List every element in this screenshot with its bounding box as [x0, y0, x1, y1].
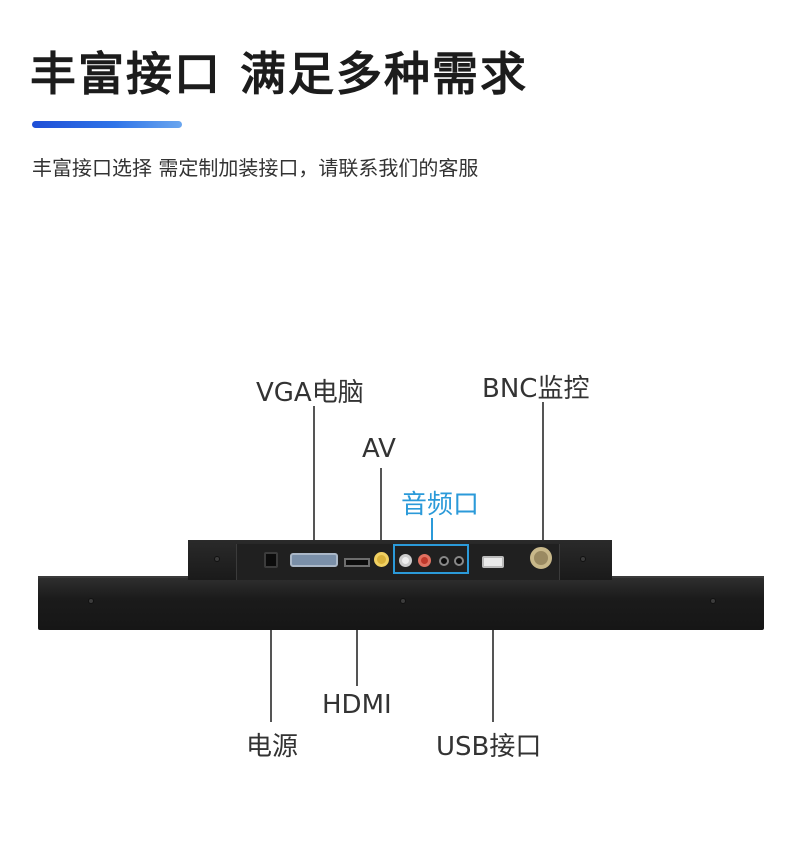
usb-port-icon — [482, 556, 504, 568]
label-bnc: BNC监控 — [482, 374, 590, 404]
audio-ports-highlight — [393, 544, 469, 574]
av-port-icon — [374, 552, 389, 567]
leader-line-av — [380, 468, 382, 554]
label-audio: 音频口 — [401, 490, 480, 520]
label-usb: USB接口 — [436, 732, 542, 762]
hdmi-port-icon — [344, 558, 370, 567]
screw-icon — [710, 598, 716, 604]
page-title: 丰富接口 满足多种需求 — [30, 47, 529, 101]
audio-jack-icon — [439, 556, 449, 566]
dc-power-port-icon — [264, 552, 278, 568]
rca-red-port-icon — [418, 554, 431, 567]
label-power: 电源 — [246, 732, 299, 762]
screw-icon — [88, 598, 94, 604]
bnc-port-icon — [530, 547, 552, 569]
vga-port-icon — [290, 553, 338, 567]
title-accent-bar — [32, 121, 182, 128]
screw-icon — [580, 556, 586, 562]
screw-icon — [214, 556, 220, 562]
monitor-chassis — [38, 578, 764, 630]
leader-line-power — [270, 570, 272, 722]
page-subtitle: 丰富接口选择 需定制加装接口，请联系我们的客服 — [32, 156, 479, 180]
leader-line-usb — [492, 568, 494, 722]
leader-line-audio — [431, 518, 433, 545]
leader-line-bnc — [542, 402, 544, 550]
label-vga: VGA电脑 — [256, 378, 364, 408]
label-av: AV — [362, 434, 396, 464]
audio-jack-icon — [454, 556, 464, 566]
rca-white-port-icon — [399, 554, 412, 567]
leader-line-vga — [313, 406, 315, 554]
screw-icon — [400, 598, 406, 604]
label-hdmi: HDMI — [322, 690, 392, 720]
